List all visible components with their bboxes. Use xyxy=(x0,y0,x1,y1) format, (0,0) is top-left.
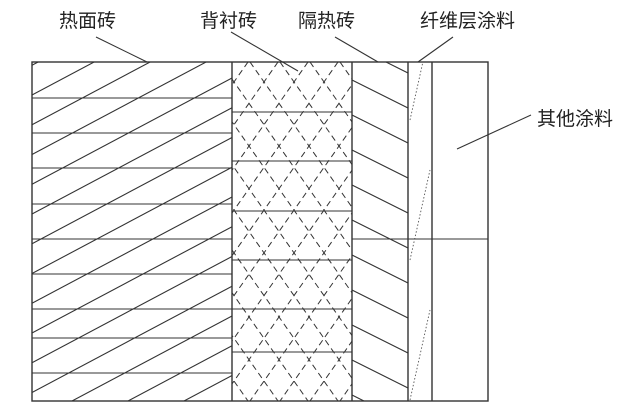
hatch-line xyxy=(32,285,232,394)
hatch-line xyxy=(232,62,249,86)
hatch-line xyxy=(409,62,424,121)
hatch-line xyxy=(0,62,68,401)
hatch-line xyxy=(32,255,232,364)
label-insulating-brick: 隔热砖 xyxy=(298,10,355,32)
hatch-line xyxy=(352,79,408,109)
hatch-line xyxy=(0,62,158,401)
hatch-line xyxy=(32,77,232,185)
hatch-line xyxy=(232,120,352,294)
hatch-line xyxy=(0,62,98,401)
hatch-line xyxy=(232,212,352,385)
outer-frame xyxy=(31,61,489,402)
hatch-line xyxy=(232,249,339,401)
hatch-line xyxy=(32,196,232,304)
hatch-line xyxy=(232,291,309,401)
hatch-line xyxy=(409,169,431,261)
hatch-line xyxy=(71,315,232,401)
label-hot-face-brick: 热面砖 xyxy=(59,10,116,32)
leader-fiber-layer-coating xyxy=(417,36,454,63)
hatch-line xyxy=(352,10,420,44)
label-fiber-layer-coating: 纤维层涂料 xyxy=(420,10,515,32)
leader-insulating-brick xyxy=(334,36,379,63)
hot-face-brick-hatching xyxy=(32,62,232,401)
hatch-line xyxy=(352,114,408,144)
hatch-line xyxy=(352,289,408,319)
hatch-line xyxy=(0,62,68,401)
hatch-line xyxy=(352,394,366,401)
label-other-coating: 其他涂料 xyxy=(537,108,613,130)
leader-hot-face-brick xyxy=(95,36,148,63)
hatch-line xyxy=(352,359,408,389)
backing-brick-hatching xyxy=(0,62,352,401)
leader-lines xyxy=(95,31,532,150)
hatch-line xyxy=(32,136,232,245)
hatch-line xyxy=(232,163,352,337)
hatch-line xyxy=(352,0,420,9)
hatch-line xyxy=(309,340,352,401)
hatch-line xyxy=(232,126,352,300)
hatch-line xyxy=(232,206,352,380)
hatch-line xyxy=(232,377,249,401)
leader-other-coating xyxy=(456,114,532,150)
brick-joints xyxy=(32,97,352,374)
hatch-line xyxy=(32,62,96,96)
hatch-line xyxy=(0,62,128,401)
hatch-line xyxy=(232,169,352,343)
hatch-line xyxy=(0,62,98,401)
hatch-line xyxy=(352,149,408,179)
hatch-line xyxy=(249,254,352,401)
hatch-line xyxy=(32,62,40,66)
hatch-line xyxy=(0,62,188,401)
layer-outlines xyxy=(31,61,489,402)
leader-backing-brick xyxy=(230,31,299,72)
hatch-line xyxy=(32,107,232,215)
fiber-layer-hatching xyxy=(409,62,431,401)
hatch-line xyxy=(32,62,208,156)
hatch-line xyxy=(232,334,279,401)
hatch-line xyxy=(352,324,408,354)
hatch-line xyxy=(279,297,352,401)
hatch-line xyxy=(352,184,408,214)
hatch-line xyxy=(0,62,128,401)
hatch-line xyxy=(32,62,152,126)
hatch-line xyxy=(352,254,408,284)
hatch-line xyxy=(352,219,408,249)
hatch-line xyxy=(0,62,188,401)
hatch-line xyxy=(409,309,431,401)
label-backing-brick: 背衬砖 xyxy=(200,10,257,32)
hatch-line xyxy=(32,166,232,275)
hatch-line xyxy=(32,226,232,334)
hatch-line xyxy=(0,62,158,401)
